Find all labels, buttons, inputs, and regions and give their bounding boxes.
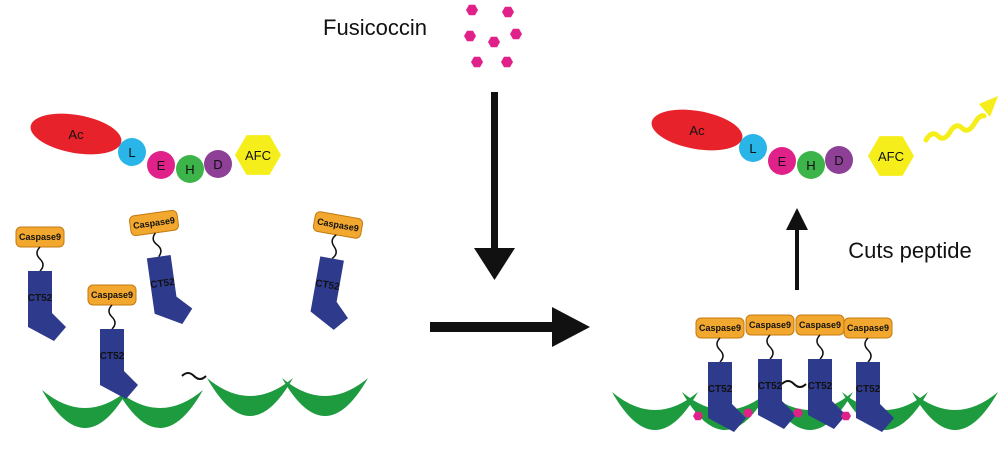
cts-label: CT52	[28, 293, 53, 304]
right-arrow-icon	[430, 307, 590, 347]
scaffold-lobe-shape	[207, 378, 293, 416]
linker-line	[864, 337, 872, 363]
ac-group-shape	[30, 113, 122, 155]
residue-d-label: D	[213, 157, 222, 172]
residue-l-circle	[118, 138, 146, 166]
residue-h-circle	[797, 151, 825, 179]
residue-e-circle	[147, 151, 175, 179]
residue-d-label: D	[834, 153, 843, 168]
caspase-label: Caspase9	[91, 290, 133, 300]
cts-body	[28, 271, 66, 341]
cts-label: CT52	[856, 384, 881, 395]
bound-fusicoccin-icon	[693, 411, 703, 421]
fusicoccin-hexagon-icon	[471, 56, 483, 68]
down-arrow-icon	[474, 92, 515, 280]
fusicoccin-hexagon-icon	[510, 28, 522, 40]
cts-body	[758, 359, 796, 429]
scaffold-lobe-shape	[42, 390, 128, 428]
linker-line	[108, 304, 116, 330]
bound-fusion-proteins: Caspase9CT52Caspase9CT52Caspase9CT52Casp…	[693, 314, 894, 432]
fusicoccin-hexagon-icon	[502, 6, 514, 18]
substrate-cleaved: AcL E H D AFC	[651, 109, 914, 179]
cts-body	[708, 362, 746, 432]
cts-body	[310, 256, 348, 330]
scaffold-linker-right	[781, 380, 807, 388]
linker-line	[766, 334, 774, 360]
caspase-label: Caspase9	[699, 323, 741, 333]
cts-label: CT52	[150, 277, 176, 291]
residue-e-circle	[768, 147, 796, 175]
afc-label: AFC	[878, 149, 904, 164]
residue-l-circle	[739, 134, 767, 162]
residue-e-label: E	[778, 154, 787, 169]
linker-line	[816, 334, 824, 360]
fusicoccin-hexagon-icon	[488, 36, 500, 48]
cts-label: CT52	[758, 381, 783, 392]
cts-body	[146, 254, 193, 325]
caspase-label: Caspase9	[749, 320, 791, 330]
fusicoccin-hexagon-icon	[501, 56, 513, 68]
bound-fusicoccin-icon	[743, 408, 753, 418]
wavy-emission-arrow-icon	[923, 96, 998, 143]
residue-h-label: H	[806, 158, 815, 173]
bound-fusicoccin-icon	[793, 408, 803, 418]
scaffold-lobe-shape	[612, 392, 698, 430]
substrate-intact: AcL E H D AFC	[30, 113, 281, 183]
caspase-label: Caspase9	[799, 320, 841, 330]
cts-label: CT52	[100, 351, 125, 362]
afc-label: AFC	[245, 148, 271, 163]
afc-hexagon	[235, 135, 281, 175]
cuts-peptide-label: Cuts peptide	[848, 238, 972, 263]
residue-e-label: E	[157, 158, 166, 173]
fusicoccin-label: Fusicoccin	[323, 15, 427, 40]
cts-body	[808, 359, 846, 429]
residue-d-circle	[825, 146, 853, 174]
scaffold-linker-left	[181, 372, 207, 380]
ac-label: Ac	[689, 123, 705, 138]
residue-h-circle	[176, 155, 204, 183]
fusicoccin-hexagon-icon	[466, 4, 478, 16]
linker-line	[716, 337, 724, 363]
cts-label: CT52	[314, 278, 340, 293]
cts-label: CT52	[708, 384, 733, 395]
residue-l-label: L	[128, 145, 135, 160]
cts-label: CT52	[808, 381, 833, 392]
scaffold-lobe-shape	[117, 390, 203, 428]
ac-label: Ac	[68, 127, 84, 142]
caspase-label: Caspase9	[847, 323, 889, 333]
up-arrow-icon	[786, 208, 808, 290]
residue-h-label: H	[185, 162, 194, 177]
bound-fusicoccin-icon	[841, 411, 851, 421]
caspase-label: Caspase9	[19, 232, 61, 242]
ac-group-shape	[651, 109, 743, 151]
linker-line	[36, 246, 44, 272]
afc-hexagon	[868, 136, 914, 176]
residue-l-label: L	[749, 141, 756, 156]
cts-body	[856, 362, 894, 432]
cts-body	[100, 329, 138, 399]
scaffold-lobe-shape	[912, 392, 998, 430]
scaffold-lobe-shape	[282, 378, 368, 416]
linker-line	[331, 234, 337, 260]
linker-line	[152, 232, 162, 258]
fusicoccin-molecules	[464, 4, 522, 68]
fusicoccin-hexagon-icon	[464, 30, 476, 42]
residue-d-circle	[204, 150, 232, 178]
scaffold-groups	[42, 372, 998, 430]
